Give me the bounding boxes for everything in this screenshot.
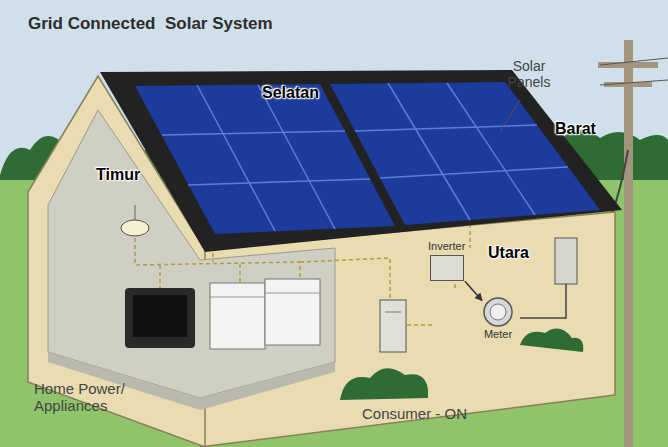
direction-label: Selatan bbox=[262, 84, 319, 102]
direction-label: Timur bbox=[96, 166, 140, 184]
direction-label: Utara bbox=[488, 244, 529, 262]
wire-connector bbox=[465, 281, 482, 300]
direction-label: Barat bbox=[555, 120, 596, 138]
inverter-box bbox=[430, 255, 464, 281]
part-label: Solar Panels bbox=[494, 58, 564, 90]
node-label: Meter bbox=[482, 328, 514, 341]
node-label: Inverter bbox=[428, 240, 465, 253]
inverter-node: Inverter bbox=[428, 240, 465, 281]
meter-node: Meter bbox=[482, 296, 514, 341]
part-label: Home Power/ Appliances bbox=[34, 380, 146, 415]
meter-dial bbox=[482, 296, 514, 328]
diagram-title: Grid Connected Solar System bbox=[28, 14, 273, 34]
part-label: Consumer - ON bbox=[362, 405, 467, 422]
